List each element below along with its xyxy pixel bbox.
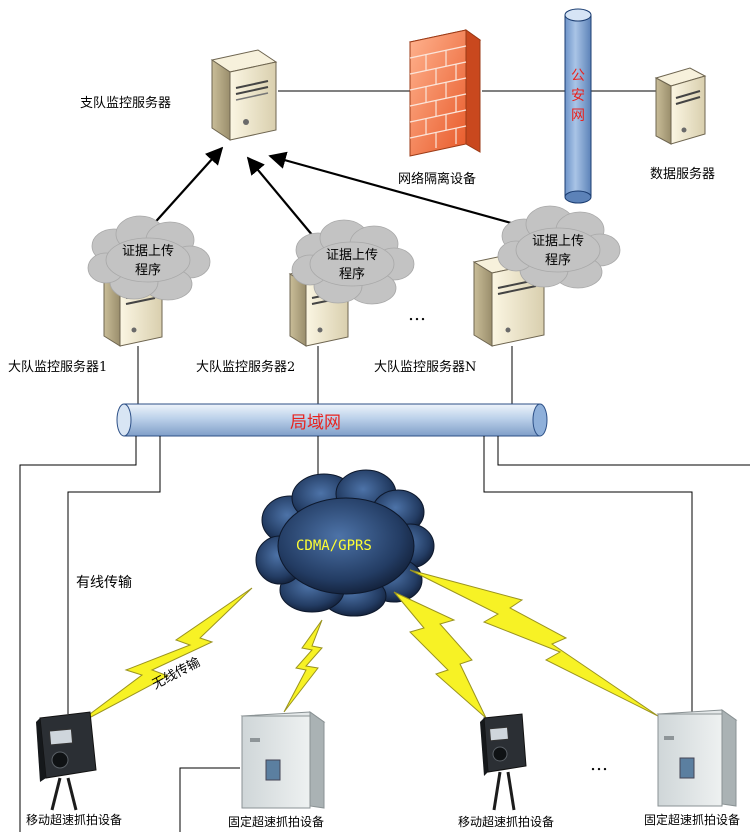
upload-arrow-2 <box>246 156 319 243</box>
police-network-label: 公安网 <box>571 68 585 124</box>
data-server-icon <box>654 67 707 145</box>
cellular-cloud <box>255 469 435 617</box>
upload-program-cloud-2 <box>291 219 415 305</box>
upload-program-cloud-1 <box>87 215 211 301</box>
lan-label: 局域网 <box>290 413 341 433</box>
wired-transmission-label: 有线传输 <box>76 575 132 591</box>
mobile-capture-2-label: 移动超速抓拍设备 <box>458 815 555 829</box>
upload-arrow-1 <box>149 146 224 229</box>
upload-program-1-line1: 证据上传 <box>121 244 174 259</box>
wired-link-fixed-2-inner <box>483 436 693 714</box>
police-network-pipe <box>564 8 592 204</box>
upload-program-cloud-n <box>497 205 621 289</box>
detachment-server-icon <box>210 49 278 141</box>
wired-links <box>19 436 750 832</box>
brigade-server-1-label: 大队监控服务器1 <box>8 360 108 375</box>
upload-program-n-text: 证据上传 程序 <box>520 232 596 270</box>
fixed-capture-device-2-icon <box>656 709 738 807</box>
mobile-capture-device-2-icon <box>480 713 527 811</box>
lightning-bolt-mobile-1 <box>73 587 253 727</box>
wired-link-mobile-1-outer <box>19 436 137 832</box>
wired-link-fixed-2-outer <box>497 436 750 466</box>
wired-link-fixed-1 <box>179 767 240 832</box>
fixed-capture-2-label: 固定超速抓拍设备 <box>644 813 741 827</box>
brigade-server-2-label: 大队监控服务器2 <box>196 360 296 375</box>
upload-arrow-n <box>268 151 523 228</box>
upload-program-1-line2: 程序 <box>134 263 161 278</box>
data-server-label: 数据服务器 <box>650 167 716 182</box>
upload-program-2-text: 证据上传 程序 <box>314 246 390 284</box>
lightning-bolt-fixed-1 <box>283 619 323 713</box>
mobile-capture-device-1-icon <box>36 711 97 811</box>
upload-program-1-text: 证据上传 程序 <box>110 242 186 280</box>
upload-program-n-line2: 程序 <box>544 253 571 268</box>
device-ellipsis: … <box>590 754 608 775</box>
upload-program-n-line1: 证据上传 <box>531 234 584 249</box>
wired-link-mobile-1-inner <box>67 436 161 714</box>
fixed-capture-1-label: 固定超速抓拍设备 <box>228 815 325 829</box>
fixed-capture-device-1-icon <box>240 711 326 809</box>
lan-pipe <box>116 403 548 437</box>
upload-program-2-line2: 程序 <box>338 267 365 282</box>
brigade-server-n-label: 大队监控服务器N <box>374 360 477 375</box>
cellular-label: CDMA/GPRS <box>296 538 372 554</box>
firewall-icon <box>408 29 482 157</box>
lightning-bolt-mobile-2 <box>393 591 487 719</box>
mobile-capture-1-label: 移动超速抓拍设备 <box>26 813 123 827</box>
upload-program-2-line1: 证据上传 <box>325 248 378 263</box>
detachment-server-label: 支队监控服务器 <box>80 96 172 111</box>
firewall-label: 网络隔离设备 <box>398 172 477 187</box>
brigade-ellipsis: … <box>408 304 426 325</box>
